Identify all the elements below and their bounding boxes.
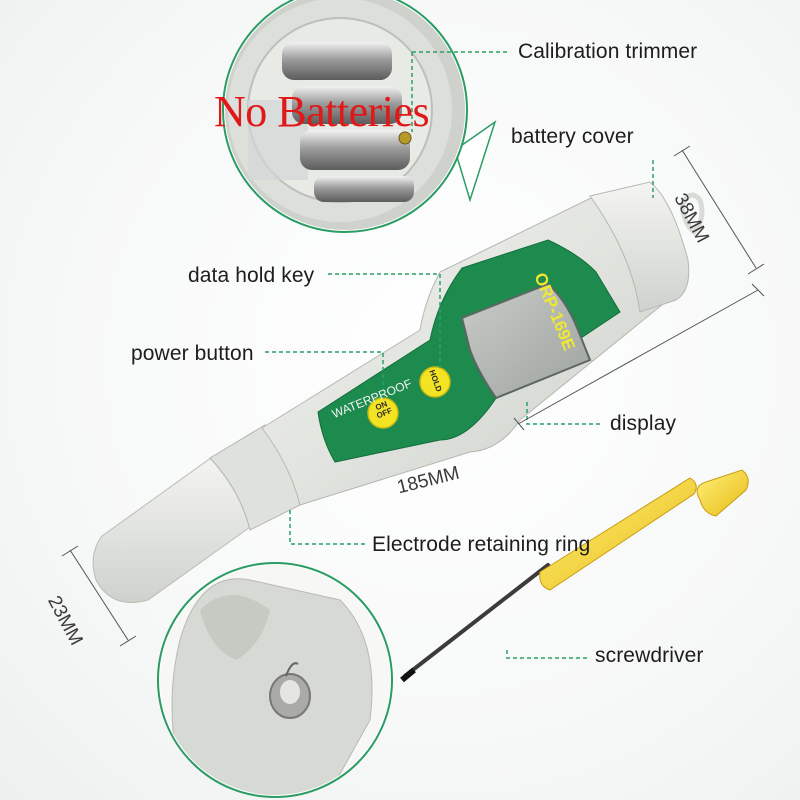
electrode-inset <box>157 562 393 798</box>
leader-calibration <box>411 51 508 132</box>
screwdriver-end-cap <box>696 469 749 517</box>
dim-185-line <box>513 283 765 431</box>
label-electrode-retaining-ring: Electrode retaining ring <box>372 533 591 556</box>
leader-power <box>265 351 384 398</box>
leader-screwdriver <box>506 650 590 659</box>
meter-body <box>92 181 705 603</box>
dimension-lines <box>61 145 765 647</box>
battery-stack <box>282 42 414 202</box>
label-display: display <box>610 412 677 435</box>
calibration-trimmer <box>398 131 412 145</box>
hold-button[interactable] <box>419 366 451 398</box>
leader-hold <box>328 273 441 368</box>
screwdriver <box>400 469 749 683</box>
screwdriver-handle <box>539 477 697 591</box>
lcd-display <box>460 282 592 400</box>
label-data-hold-key: data hold key <box>188 264 315 287</box>
leader-lines <box>265 51 654 659</box>
screwdriver-shaft <box>403 563 550 678</box>
label-screwdriver: screwdriver <box>595 644 704 667</box>
label-power-button: power button <box>131 342 254 365</box>
no-batteries-note: No Batteries <box>214 87 430 136</box>
leader-ring <box>289 510 366 545</box>
lanyard-loop <box>679 192 705 236</box>
label-calibration-trimmer: Calibration trimmer <box>518 40 698 63</box>
screwdriver-tip <box>400 667 416 683</box>
dim-23-line <box>61 545 137 647</box>
label-battery-cover: battery cover <box>511 125 634 148</box>
battery-inset <box>222 0 497 233</box>
battery-cover <box>589 181 690 313</box>
dim-38-line <box>673 145 765 275</box>
leader-display <box>526 402 602 425</box>
